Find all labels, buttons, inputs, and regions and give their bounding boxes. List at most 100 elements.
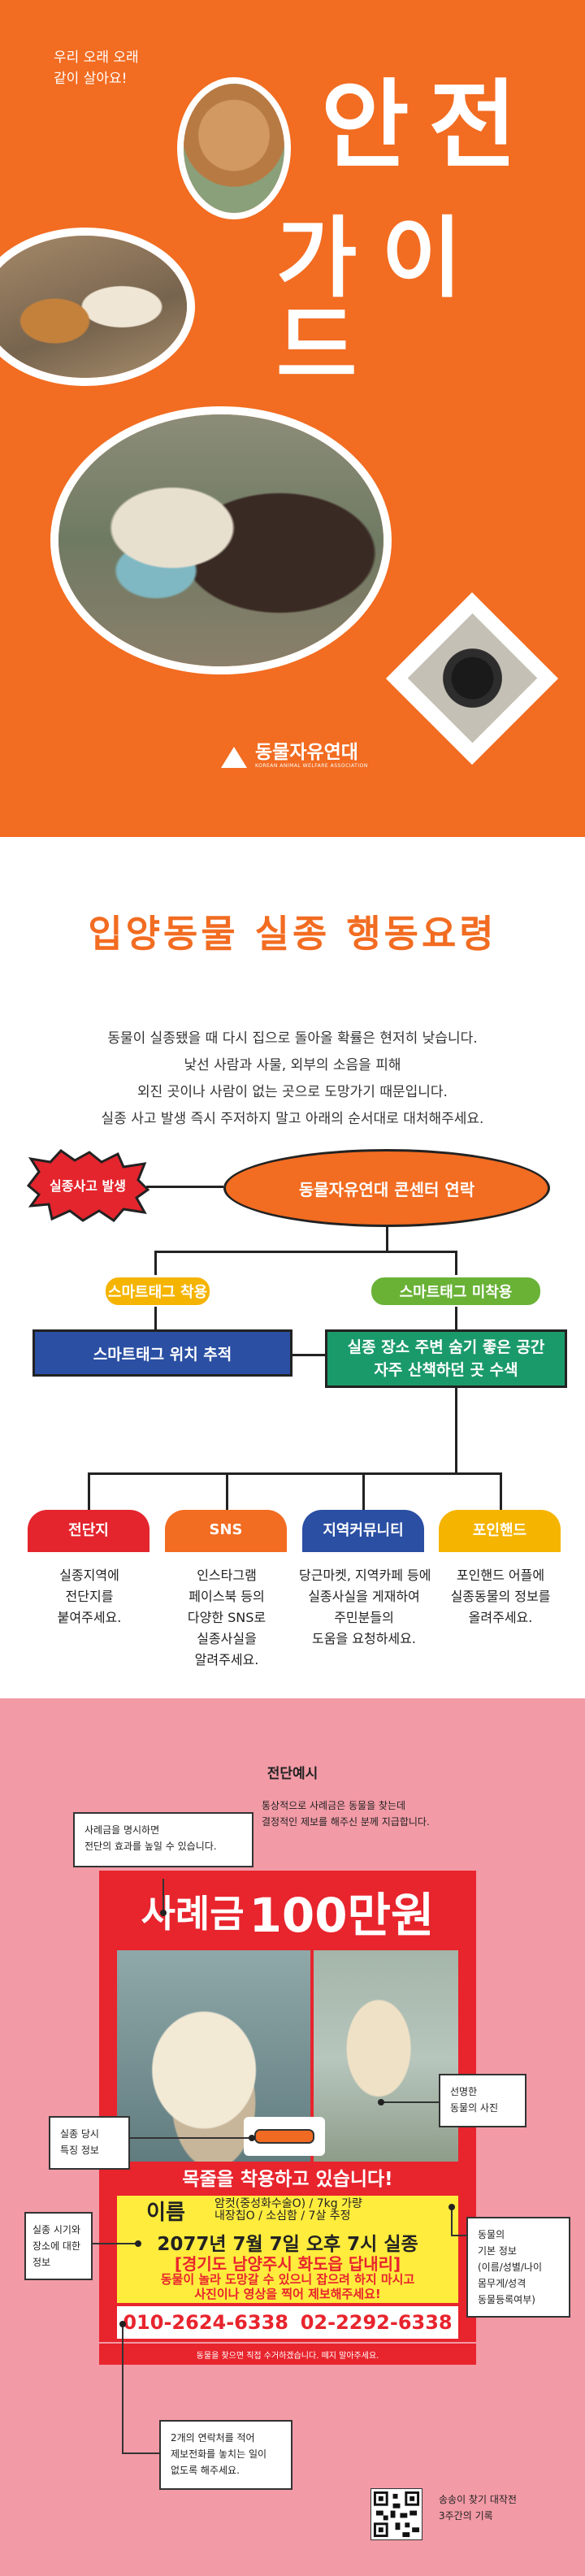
logo-mark-icon	[221, 745, 247, 768]
desc-line: 실종사실을 게재하여	[308, 1589, 420, 1604]
search-line: 자주 산책하던 곳 수색	[374, 1361, 518, 1379]
contact-oval: 동물자유연대 콘센터 연락	[223, 1149, 550, 1227]
note-line: 통상적으로 사례금은 동물을 찾는데	[262, 1800, 406, 1811]
flow-connector	[154, 1307, 157, 1331]
callout-line-text: 장소에 대한	[32, 2240, 81, 2252]
name-info-line: 암컷(중성화수술O) / 7kg 가량	[214, 2197, 362, 2210]
callout-line	[122, 2452, 162, 2454]
callout-line-text: 전단의 효과를 높일 수 있습니다.	[84, 1841, 217, 1852]
qr-code-icon[interactable]	[370, 2488, 422, 2540]
name-info-line: 내장칩O / 소심함 / 7살 추정	[214, 2210, 351, 2223]
desc-line: 당근마켓, 지역카페 등에	[299, 1568, 431, 1583]
poster-reward: 사례금 100만원	[99, 1871, 476, 1952]
tab-accent	[302, 1547, 424, 1552]
callout-dot	[135, 2240, 141, 2247]
reward-amount: 100만원	[249, 1888, 435, 1943]
name-info: 암컷(중성화수술O) / 7kg 가량 내장칩O / 소심함 / 7살 추정	[214, 2198, 362, 2223]
callout-line	[122, 2324, 124, 2454]
cover-title-line1: 안전	[321, 69, 537, 181]
callout-dot	[378, 2099, 384, 2105]
guide-title: 입양동물 실종 행동요령	[88, 912, 497, 956]
flow-connector	[154, 1251, 157, 1275]
track-box: 스마트태그 위치 추적	[32, 1329, 292, 1377]
callout-photo: 선명한 동물의 사진	[439, 2074, 526, 2127]
flow-connector	[362, 1472, 365, 1510]
example-heading: 전단예시	[266, 1766, 318, 1782]
desc-line: 올려주세요.	[468, 1610, 533, 1625]
callout-dot	[448, 2204, 455, 2210]
tab-accent	[439, 1547, 561, 1552]
search-line: 실종 장소 주변 숨기 좋은 공간	[347, 1338, 545, 1356]
callout-line	[162, 1879, 164, 1911]
note-line: 송송이 찾기 대작전	[439, 2494, 517, 2505]
intro-line: 낯선 사람과 사물, 외부의 소음을 피해	[184, 1057, 401, 1073]
poster-footer: 동물을 찾으면 직접 수거하겠습니다. 떼지 말아주세요.	[99, 2344, 476, 2365]
callout-line-text: 사례금을 명시하면	[84, 1824, 160, 1836]
name-row: 이름 암컷(중성화수술O) / 7kg 가량 내장칩O / 소심함 / 7살 추…	[117, 2196, 458, 2225]
method-desc-sns: 인스타그램 페이스북 등의 다양한 SNS로 실종사실을 알려주세요.	[162, 1565, 292, 1671]
flow-connector	[146, 1186, 223, 1188]
flow-connector	[386, 1227, 388, 1251]
desc-line: 전단지를	[65, 1589, 114, 1604]
note-qr: 송송이 찾기 대작전 3주간의 기록	[439, 2491, 517, 2524]
tab-accent	[28, 1547, 150, 1552]
callout-line	[382, 2101, 439, 2103]
poster-warning: 동물이 놀라 도망갈 수 있으니 잡으려 하지 마시고 사진이나 영상을 찍어 …	[117, 2272, 458, 2301]
flow-connector	[292, 1354, 325, 1356]
desc-line: 붙여주세요.	[57, 1610, 122, 1625]
cover-tagline: 우리 오래 오래 같이 살아요!	[54, 50, 139, 87]
desc-line: 인스타그램	[197, 1568, 257, 1583]
intro-line: 동물이 실종됐을 때 다시 집으로 돌아올 확률은 현저히 낮습니다.	[107, 1030, 478, 1047]
collar-photo	[244, 2117, 325, 2156]
method-tab-sns: SNS	[165, 1510, 287, 1549]
desc-line: 실종사실을	[197, 1631, 257, 1646]
method-desc-flyer: 실종지역에 전단지를 붙여주세요.	[24, 1565, 154, 1628]
flow-connector	[226, 1472, 228, 1510]
callout-dot	[119, 2321, 126, 2327]
flow-connector	[455, 1386, 457, 1474]
org-logo: 동물자유연대 KOREAN ANIMAL WELFARE ASSOCIATION	[221, 743, 368, 770]
callout-line-text: 기본 정보	[478, 2245, 517, 2257]
reward-label: 사례금	[141, 1892, 245, 1936]
poster-dog-photo-right	[314, 1950, 458, 2168]
search-box: 실종 장소 주변 숨기 좋은 공간 자주 산책하던 곳 수색	[325, 1329, 567, 1388]
callout-line	[451, 2207, 453, 2235]
callout-contact: 2개의 연락처를 적어 제보전화를 놓치는 일이 없도록 해주세요.	[159, 2420, 292, 2490]
guide-intro: 동물이 실종됐을 때 다시 집으로 돌아올 확률은 현저히 낮습니다. 낯선 사…	[0, 1026, 585, 1133]
callout-line-text: 없도록 해주세요.	[171, 2465, 240, 2476]
phone-row: 010-2624-6338 02-2292-6338	[117, 2306, 458, 2339]
warning-line: 사진이나 영상을 찍어 제보해주세요!	[194, 2287, 381, 2301]
collar-banner: 목줄을 착용하고 있습니다!	[117, 2162, 458, 2192]
callout-line-text: 2개의 연락처를 적어	[171, 2432, 255, 2444]
callout-line-text: 동물등록여부)	[478, 2294, 535, 2305]
method-desc-pawinhand: 포인핸드 어플에 실종동물의 정보를 올려주세요.	[436, 1565, 566, 1628]
callout-line-text: (이름/성별/나이	[478, 2262, 543, 2273]
callout-line	[130, 2137, 252, 2139]
guide-section	[0, 837, 585, 1698]
start-label: 실종사고 발생	[50, 1178, 126, 1194]
callout-line-text: 동물의	[478, 2229, 505, 2240]
callout-dot	[249, 2135, 255, 2141]
method-tab-community: 지역커뮤니티	[302, 1510, 424, 1549]
desc-line: 도움을 요청하세요.	[312, 1631, 416, 1646]
method-desc-community: 당근마켓, 지역카페 등에 실종사실을 게재하여 주민분들의 도움을 요청하세요…	[299, 1565, 431, 1650]
start-burst: 실종사고 발생	[26, 1149, 150, 1222]
tag-off-pill: 스마트태그 미착용	[370, 1276, 542, 1307]
tab-accent	[165, 1547, 287, 1552]
callout-line-text: 선명한	[450, 2086, 478, 2097]
phone-1: 010-2624-6338	[123, 2311, 288, 2334]
warning-line: 동물이 놀라 도망갈 수 있으니 잡으려 하지 마시고	[160, 2272, 415, 2287]
intro-line: 외진 곳이나 사람이 없는 곳으로 도망가기 때문입니다.	[137, 1084, 448, 1100]
desc-line: 알려주세요.	[194, 1652, 259, 1667]
callout-line-text: 동물의 사진	[450, 2102, 499, 2114]
cover-section: 우리 오래 오래 같이 살아요! 안전 가이드 동물자유연대 KOREAN AN…	[0, 0, 585, 837]
two-dogs-photo	[0, 228, 195, 386]
callout-feature: 실종 당시 특징 정보	[49, 2116, 130, 2170]
desc-line: 페이스북 등의	[188, 1589, 265, 1604]
callout-line-text: 몸무게/성격	[478, 2278, 526, 2289]
method-tab-pawinhand: 포인핸드	[439, 1510, 561, 1549]
callout-time: 실종 시기와 장소에 대한 정보	[24, 2212, 93, 2280]
note-line: 3주간의 기록	[439, 2510, 493, 2522]
phone-2: 02-2292-6338	[300, 2311, 453, 2334]
callout-line-text: 제보전화를 놓치는 일이	[171, 2448, 267, 2460]
